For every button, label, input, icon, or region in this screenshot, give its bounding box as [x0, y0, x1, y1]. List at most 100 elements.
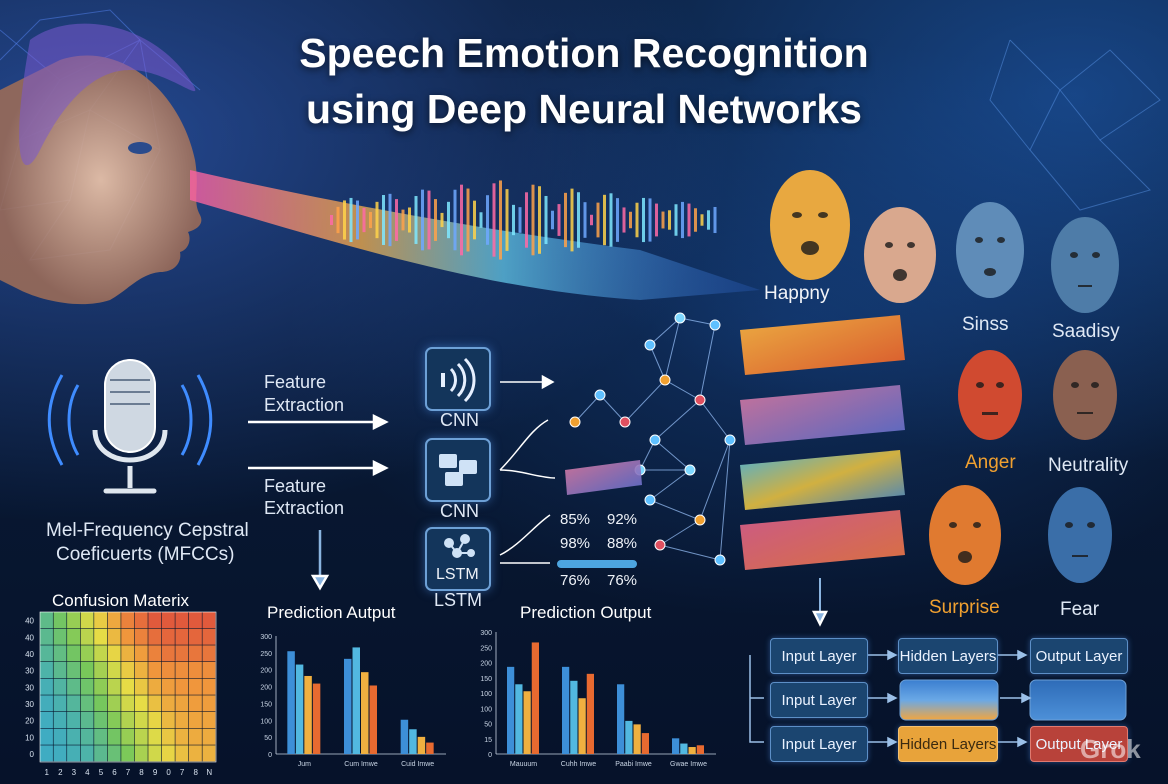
waveform-bar — [668, 210, 671, 230]
heatmap-ytick: 30 — [25, 683, 34, 692]
heatmap-cell — [202, 628, 216, 645]
network-edge — [659, 519, 701, 546]
face-surprise — [929, 485, 1001, 585]
network-edge — [624, 379, 666, 423]
waveform-bar — [460, 184, 463, 256]
heatmap-cell — [134, 628, 148, 645]
heatmap-frame — [39, 611, 217, 763]
heatmap-cell — [121, 695, 135, 712]
bar — [304, 675, 312, 754]
network-node — [594, 389, 606, 401]
heatmap-cell — [148, 728, 162, 745]
bar-ytick: 100 — [480, 691, 492, 698]
bar-category: Mauuum — [510, 761, 537, 768]
heatmap-cell — [161, 662, 175, 679]
waveform-bar — [401, 209, 405, 231]
heatmap-cell — [175, 695, 189, 712]
bar — [578, 698, 586, 754]
emotion-label-surprise: Surprise — [929, 597, 1000, 618]
heatmap-cell — [94, 745, 108, 762]
network-node — [714, 554, 726, 566]
heatmap-cell — [80, 678, 94, 695]
waveform-bar — [713, 206, 717, 234]
bar-ytick: 50 — [264, 735, 272, 742]
bar — [507, 666, 515, 754]
waveform-bar — [570, 188, 574, 252]
network-edge — [664, 317, 681, 381]
waveform-bar — [408, 207, 411, 233]
heatmap-cell — [107, 728, 121, 745]
heatmap-cell — [148, 712, 162, 729]
pct-r3b: 76% — [607, 572, 638, 589]
waveform-bar — [512, 204, 515, 236]
bar — [688, 747, 696, 754]
heatmap-cell — [94, 728, 108, 745]
waveform-bar — [447, 201, 450, 239]
bar — [617, 684, 625, 754]
heatmap-cell — [121, 712, 135, 729]
bar — [312, 683, 321, 754]
network-edge — [599, 394, 626, 423]
pct-r1b: 92% — [607, 511, 638, 528]
watermark-logo: Grok — [1080, 734, 1141, 764]
heatmap-cell — [161, 745, 175, 762]
waveform-bar — [440, 212, 444, 228]
bar — [625, 720, 633, 754]
signal-wave-icon — [441, 357, 476, 403]
layer-stack — [740, 315, 905, 570]
waveform-bar — [375, 201, 379, 239]
waveform-bar — [629, 211, 632, 229]
bar — [426, 742, 434, 754]
heatmap-cell — [80, 695, 94, 712]
heatmap-cell — [134, 728, 148, 745]
network-edge — [699, 439, 731, 521]
heatmap-cell — [188, 712, 202, 729]
heatmap-cell — [94, 645, 108, 662]
node-network — [569, 312, 736, 566]
row1-input-layer: Input Layer — [770, 638, 868, 674]
waveform-bar — [427, 190, 431, 250]
bar — [562, 666, 570, 754]
feature-extraction-label-1a: Feature — [264, 372, 327, 392]
heatmap-cell — [175, 612, 189, 629]
bar-category: Cuid Imwe — [401, 761, 434, 768]
bar-ytick: 150 — [480, 676, 492, 683]
network-edge — [654, 399, 701, 441]
bar — [672, 738, 680, 754]
bar — [570, 680, 578, 754]
heatmap-cell — [202, 662, 216, 679]
waveform-bar — [564, 192, 567, 248]
heatmap-cell — [202, 678, 216, 695]
heatmap-xtick: 8 — [193, 768, 198, 777]
waveform-bar — [356, 200, 359, 240]
heatmap-cell — [80, 612, 94, 629]
heatmap-cell — [94, 712, 108, 729]
heatmap-cell — [202, 745, 216, 762]
waveform-bar — [687, 203, 691, 237]
network-node — [654, 539, 666, 551]
row1-output-layer: Output Layer — [1030, 638, 1128, 674]
prediction-autput-title: Prediction Autput — [267, 603, 396, 622]
bar-ytick: 300 — [260, 634, 272, 641]
heatmap-cell — [188, 695, 202, 712]
pct-r3a: 76% — [560, 572, 591, 589]
waveform-bar — [330, 215, 333, 225]
waveform-bar — [642, 197, 645, 243]
heatmap-cell — [202, 728, 216, 745]
woman-profile-illustration — [0, 23, 202, 305]
face-surprised — [864, 207, 936, 303]
heatmap-ytick: 40 — [25, 650, 34, 659]
heatmap-cell — [188, 745, 202, 762]
heatmap-cell — [121, 745, 135, 762]
waveform-bar — [492, 183, 496, 257]
heatmap-cell — [175, 728, 189, 745]
waveform-bar — [551, 210, 554, 230]
heatmap-cell — [134, 662, 148, 679]
heatmap-cell — [53, 662, 67, 679]
heatmap-cell — [175, 712, 189, 729]
waveform-bar — [681, 201, 684, 239]
heatmap-cell — [202, 612, 216, 629]
bar — [531, 642, 539, 754]
bar-category: Cuhh Imwe — [561, 761, 597, 768]
